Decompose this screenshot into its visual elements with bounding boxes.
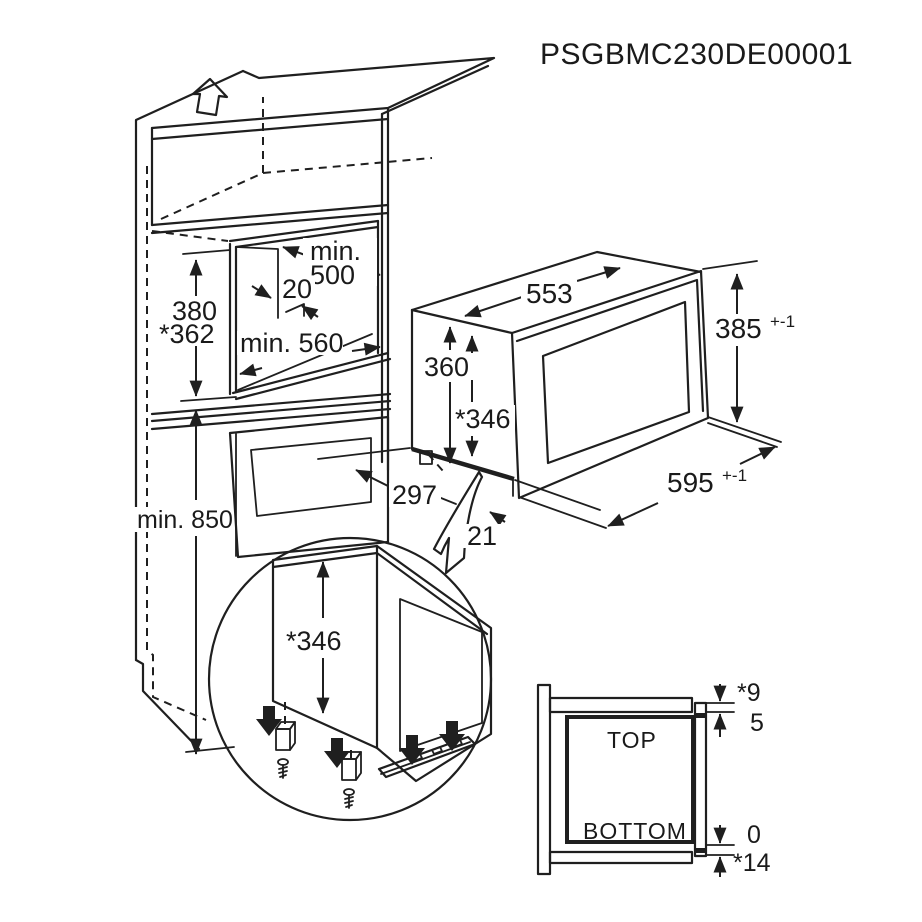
doc-code: PSGBMC230DE00001 (540, 38, 853, 71)
spacer-block (275, 721, 296, 751)
dim-bottom-clearance: 0 (747, 821, 761, 849)
side-view-diagram (536, 683, 735, 877)
dim-niche-height: 380 (172, 296, 217, 326)
dim-frame-gap: 21 (467, 521, 497, 551)
microwave-drawing (410, 250, 782, 529)
cabinet-dimensions (180, 246, 381, 755)
top-shelf (548, 696, 694, 714)
side-view-bottom-label: BOTTOM (583, 818, 687, 844)
dim-front-height-tolerance: +-1 (770, 312, 795, 331)
detail-circle (207, 536, 493, 822)
dim-bottom-overlap: *14 (733, 849, 771, 877)
dim-body-height: 360 (424, 352, 469, 382)
dim-body-depth: 297 (392, 480, 437, 510)
screw (277, 758, 289, 779)
dim-top-clearance: 5 (750, 709, 764, 737)
dim-niche-width-value: 500 (310, 260, 355, 290)
dim-detail-install-height: *346 (286, 626, 342, 656)
dim-body-width: 553 (526, 278, 573, 309)
detail-callout-pointer (432, 470, 484, 575)
bottom-shelf (548, 850, 694, 865)
dim-front-height: 385 (715, 313, 762, 344)
dim-install-height: *346 (455, 404, 511, 434)
microwave-dimensions (355, 266, 776, 527)
cabinet-wall (536, 683, 552, 876)
dim-niche-depth-min: min. 560 (240, 328, 344, 358)
dim-niche-width-min-label: min. (310, 236, 361, 266)
side-view-top-label: TOP (607, 727, 657, 753)
dim-top-overlap: *9 (737, 679, 761, 707)
microwave-outline (565, 715, 695, 844)
dim-front-width-tolerance: +-1 (722, 466, 747, 485)
microwave-door-window (541, 300, 691, 465)
screw (343, 788, 355, 809)
dim-front-width: 595 (667, 467, 714, 498)
dim-floor-height-min: min. 850 (137, 506, 233, 534)
labels: PSGBMC230DE00001 min. 500 20 min. 560 38… (134, 38, 853, 877)
cabinet-drawing (134, 56, 496, 753)
microwave-door (510, 269, 710, 500)
front-frame (693, 701, 708, 858)
dim-niche-height-alt: *362 (159, 319, 215, 349)
dim-rear-clearance: 20 (282, 274, 312, 304)
